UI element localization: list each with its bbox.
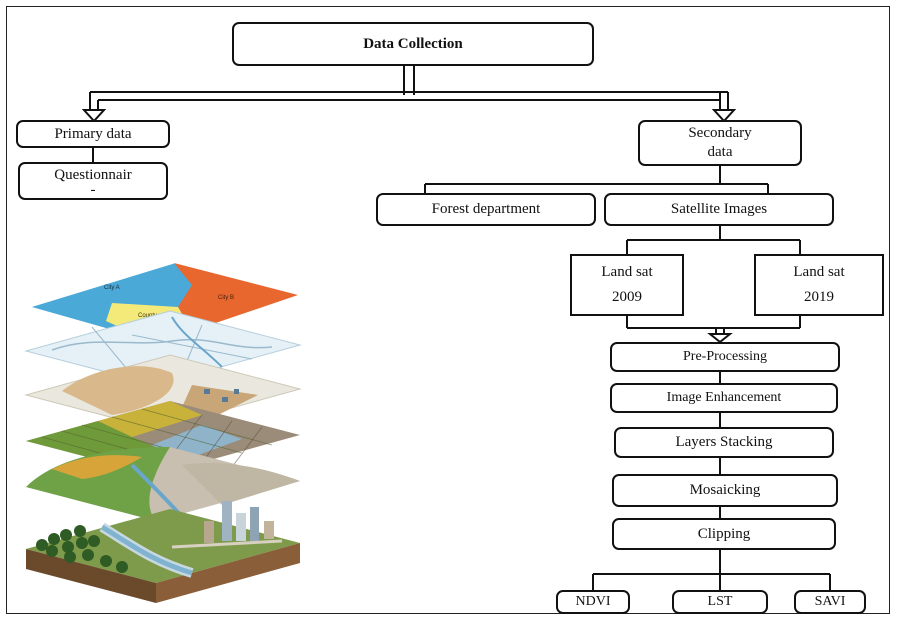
landsat-2019-year: 2019 — [804, 289, 834, 306]
map-layer-elevation — [26, 447, 300, 521]
mosaicking-label: Mosaicking — [689, 482, 761, 499]
data-collection-label: Data Collection — [363, 35, 463, 52]
county-label: County — [138, 313, 157, 319]
landsat-2019-name: Land sat — [793, 264, 845, 281]
secondary-data-box: Secondary data — [638, 120, 802, 166]
image-enhancement-label: Image Enhancement — [666, 390, 782, 406]
questionnaire-box: Questionnair - — [18, 162, 168, 200]
secondary-data-label-line1: Secondary — [688, 125, 752, 142]
lst-label: LST — [707, 594, 733, 610]
map-layer-3d-terrain — [26, 501, 300, 603]
figure-frame — [6, 6, 890, 614]
mosaicking-box: Mosaicking — [612, 474, 838, 507]
ndvi-box: NDVI — [556, 590, 630, 614]
satellite-images-label: Satellite Images — [670, 201, 768, 218]
pre-processing-label: Pre-Processing — [683, 349, 767, 365]
savi-label: SAVI — [814, 594, 846, 610]
layers-stacking-label: Layers Stacking — [675, 434, 773, 451]
landsat-2009-box: Land sat 2009 — [570, 254, 684, 316]
gis-layers-illustration: City A City B County — [24, 262, 302, 603]
savi-box: SAVI — [794, 590, 866, 614]
forest-department-label: Forest department — [431, 201, 541, 218]
city-b-label: City B — [218, 295, 234, 301]
clipping-box: Clipping — [612, 518, 836, 550]
image-enhancement-box: Image Enhancement — [610, 383, 838, 413]
questionnaire-label-cont: - — [90, 182, 96, 199]
landsat-2019-box: Land sat 2019 — [754, 254, 884, 316]
map-layer-soil — [24, 354, 302, 430]
questionnaire-label: Questionnair — [54, 166, 132, 183]
layers-stacking-box: Layers Stacking — [614, 427, 834, 458]
forest-department-box: Forest department — [376, 193, 596, 226]
landsat-2009-name: Land sat — [601, 264, 653, 281]
satellite-images-box: Satellite Images — [604, 193, 834, 226]
landsat-2009-year: 2009 — [612, 289, 642, 306]
pre-processing-box: Pre-Processing — [610, 342, 840, 372]
secondary-data-label-line2: data — [707, 144, 733, 160]
lst-box: LST — [672, 590, 768, 614]
city-a-label: City A — [104, 285, 120, 291]
primary-data-label: Primary data — [54, 125, 132, 142]
clipping-label: Clipping — [697, 525, 751, 542]
data-collection-box: Data Collection — [232, 22, 594, 66]
ndvi-label: NDVI — [575, 594, 611, 610]
primary-data-box: Primary data — [16, 120, 170, 148]
